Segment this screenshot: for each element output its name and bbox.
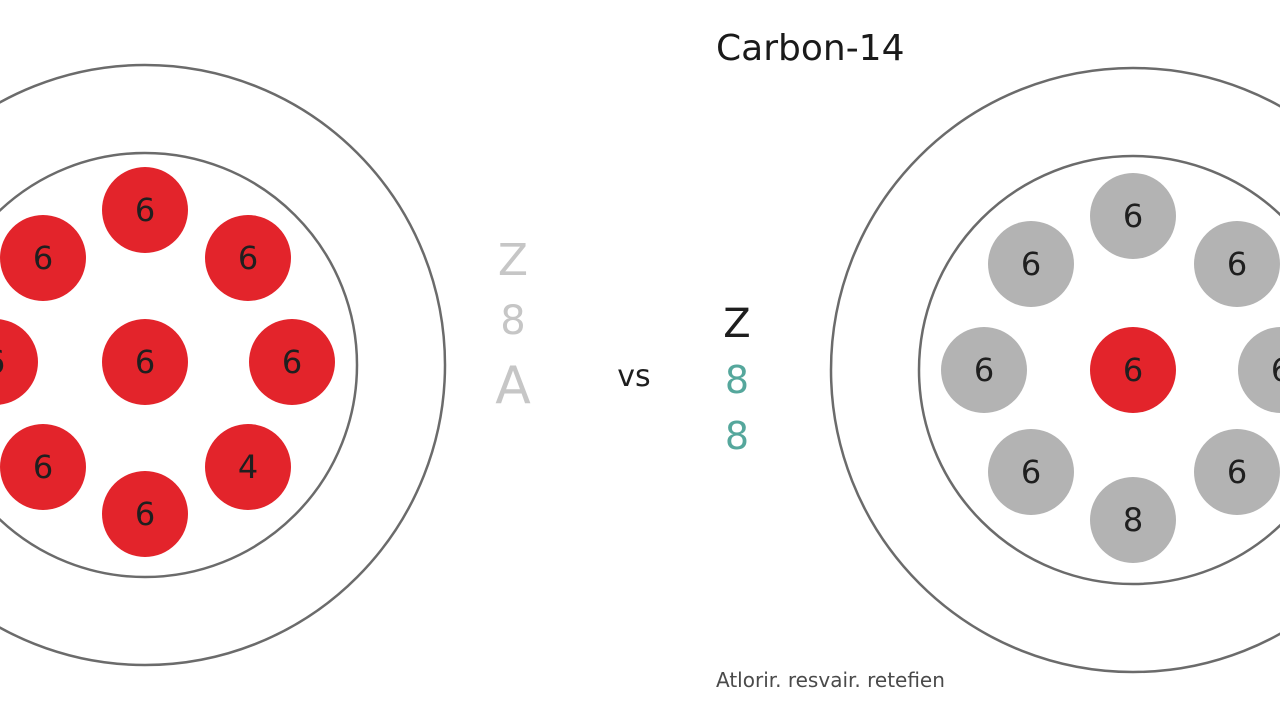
left-nucleus-particle-label: 4 — [238, 448, 258, 486]
left-nucleus-particle: 6 — [102, 167, 188, 253]
left-nucleus-particle-circle — [0, 319, 38, 405]
left-nucleus-particle-circle — [205, 215, 291, 301]
right-nucleus-particle-label: 6 — [1123, 351, 1143, 389]
left-nucleus-particle-label: 6 — [135, 495, 155, 533]
right-n-symbol-1: 8 — [725, 358, 749, 402]
left-nucleus-particle-circle — [0, 215, 86, 301]
left-nucleus-particle: 4 — [205, 424, 291, 510]
right-nucleus-particle-label: 6 — [1271, 351, 1280, 389]
left-nucleus-particle-label: 6 — [135, 191, 155, 229]
right-nucleus-particle-circle — [1238, 327, 1280, 413]
left-outer-orbit — [0, 63, 447, 667]
left-nucleus-particle: 6 — [205, 215, 291, 301]
right-nucleus-particle: 6 — [988, 221, 1074, 307]
left-nucleus-particle: 6 — [249, 319, 335, 405]
left-nucleus-particle-circle — [205, 424, 291, 510]
caption: Atlorir. resvair. retefien — [716, 668, 945, 692]
diagram-title: Carbon-14 — [716, 28, 905, 69]
right-n-symbol-2: 8 — [725, 414, 749, 458]
left-particles: 6 6 6 6 6 6 6 4 6 — [0, 167, 335, 557]
vs-label: vs — [617, 359, 650, 394]
left-a-symbol: A — [495, 356, 531, 416]
right-nucleus-particle: 6 — [941, 327, 1027, 413]
left-nucleus-particle-circle — [249, 319, 335, 405]
right-nucleus-particle: 6 — [1194, 429, 1280, 515]
left-nucleus-particle-circle — [102, 319, 188, 405]
right-z-symbol: Z — [723, 301, 750, 347]
right-nucleus-particle-circle — [1194, 221, 1280, 307]
left-nucleus-particle: 6 — [102, 471, 188, 557]
left-nucleus-particle: 6 — [0, 424, 86, 510]
left-nucleus-particle-label: 6 — [238, 239, 258, 277]
right-outer-orbit — [829, 66, 1280, 674]
right-nucleus-particle-label: 6 — [1021, 245, 1041, 283]
left-z-symbol: Z — [498, 235, 528, 286]
right-nucleus-particle-circle — [988, 429, 1074, 515]
right-nucleus-particle-circle — [1090, 477, 1176, 563]
right-nucleus-particle-circle — [1194, 429, 1280, 515]
left-nucleus-particle: 6 — [0, 215, 86, 301]
right-atom: 6 6 6 6 6 6 6 6 8 — [829, 66, 1280, 674]
right-nucleus-particle-circle — [941, 327, 1027, 413]
right-nucleus-particle: 6 — [1194, 221, 1280, 307]
right-nucleus-particle-label: 6 — [1227, 453, 1247, 491]
left-inner-orbit — [0, 151, 359, 579]
left-nucleus-particle-label: 6 — [135, 343, 155, 381]
right-nucleus-particle-circle — [1090, 173, 1176, 259]
left-atom: 6 6 6 6 6 6 6 4 6 — [0, 63, 447, 667]
middle-left-symbols: Z 8 A — [495, 235, 531, 416]
right-nucleus-particle: 6 — [1238, 327, 1280, 413]
left-nucleus-particle-circle — [102, 471, 188, 557]
right-nucleus-particle: 6 — [1090, 327, 1176, 413]
right-nucleus-particle: 6 — [1090, 173, 1176, 259]
left-nucleus-particle-label: 6 — [0, 343, 5, 381]
right-nucleus-particle: 6 — [988, 429, 1074, 515]
left-nucleus-particle-label: 6 — [282, 343, 302, 381]
left-nucleus-particle: 6 — [0, 319, 38, 405]
right-nucleus-particle-label: 6 — [1227, 245, 1247, 283]
left-n-symbol: 8 — [500, 298, 525, 344]
right-nucleus-particle-circle — [988, 221, 1074, 307]
right-inner-orbit — [917, 154, 1280, 586]
left-nucleus-particle-circle — [102, 167, 188, 253]
right-nucleus-particle-circle — [1090, 327, 1176, 413]
right-particles: 6 6 6 6 6 6 6 6 8 — [941, 173, 1280, 563]
right-nucleus-particle-label: 6 — [1123, 197, 1143, 235]
right-nucleus-particle-label: 6 — [1021, 453, 1041, 491]
left-nucleus-particle-label: 6 — [33, 448, 53, 486]
left-nucleus-particle-label: 6 — [33, 239, 53, 277]
right-nucleus-particle: 8 — [1090, 477, 1176, 563]
middle-right-symbols: Z 8 8 — [723, 301, 750, 458]
right-nucleus-particle-label: 6 — [974, 351, 994, 389]
left-nucleus-particle: 6 — [102, 319, 188, 405]
right-nucleus-particle-label: 8 — [1123, 501, 1143, 539]
left-nucleus-particle-circle — [0, 424, 86, 510]
